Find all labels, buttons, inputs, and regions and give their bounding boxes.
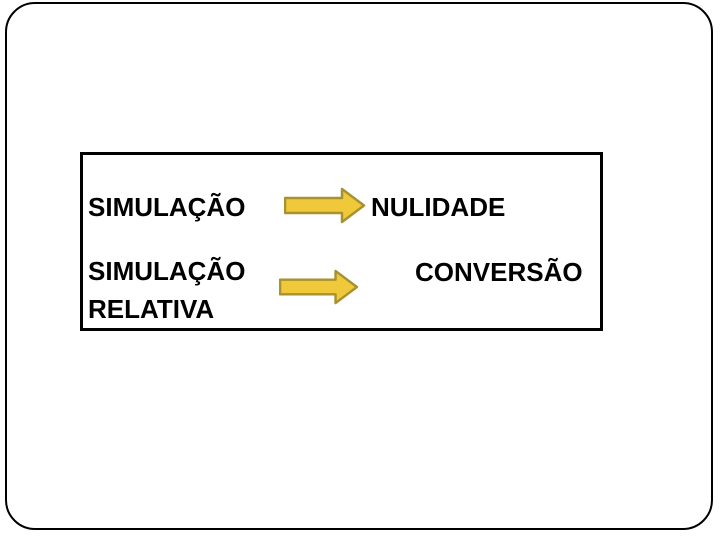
right-arrow-shape	[279, 269, 359, 305]
row1-source-label: SIMULAÇÃO	[88, 192, 246, 222]
right-arrow-shape	[284, 187, 366, 224]
slide-rounded-border	[5, 2, 713, 530]
right-arrow-icon	[284, 187, 366, 224]
row2-result-label: CONVERSÃO	[415, 257, 583, 287]
row1-result-label: NULIDADE	[371, 192, 506, 222]
diagram-box	[80, 152, 603, 331]
row2-source-label: SIMULAÇÃO RELATIVA	[88, 256, 246, 324]
right-arrow-icon	[279, 269, 359, 305]
